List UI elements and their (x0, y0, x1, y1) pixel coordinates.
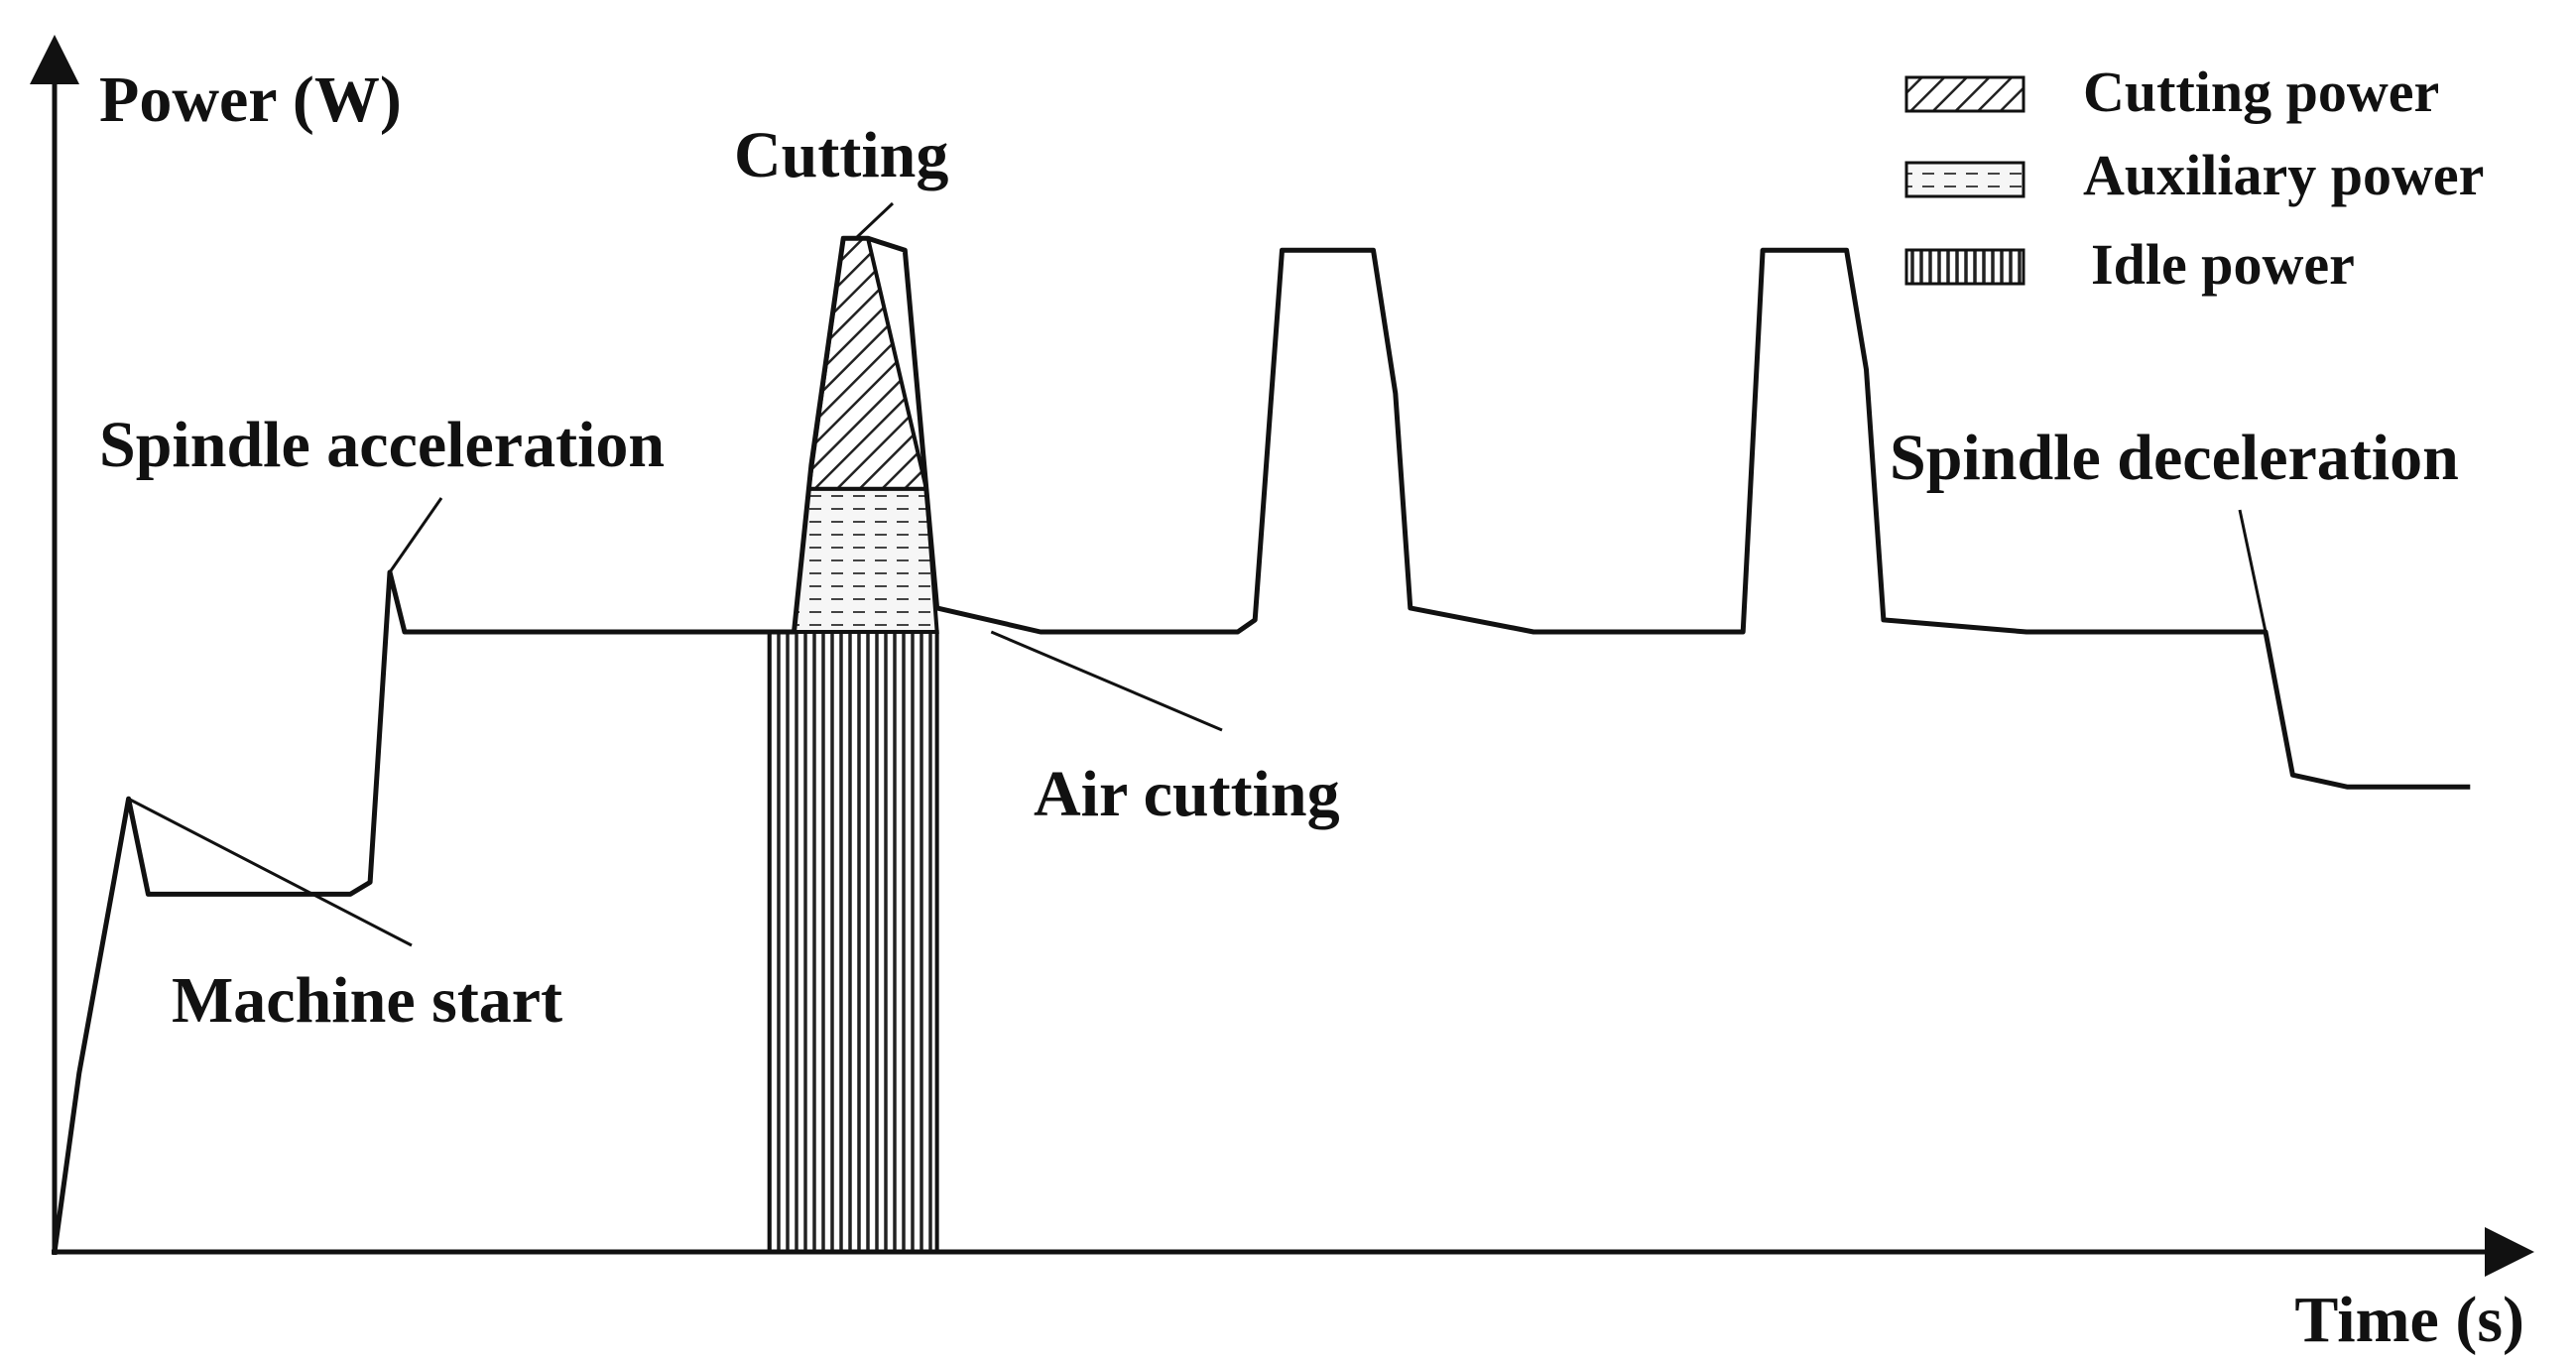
annotation-machine-start: Machine start (172, 964, 562, 1037)
annotation-spindle-deceleration: Spindle deceleration (1890, 422, 2459, 494)
legend: Cutting power Auxiliary power Idle power (1904, 60, 2484, 297)
annotation-air-cutting: Air cutting (1034, 758, 1340, 830)
legend-swatch-idle-power (1904, 248, 2025, 286)
legend-swatch-auxiliary-power (1904, 161, 2025, 198)
legend-label-auxiliary-power: Auxiliary power (2083, 143, 2484, 207)
cutting-segment-breakdown (767, 236, 939, 1254)
leader-machine-start (127, 797, 413, 947)
legend-swatch-cutting-power (1904, 75, 2025, 113)
annotation-leaders (127, 201, 2268, 947)
segment-layer-idle-power (767, 629, 939, 1254)
leader-spindle-acceleration (388, 497, 443, 573)
axes (29, 35, 2534, 1277)
annotation-spindle-acceleration: Spindle acceleration (99, 409, 665, 481)
legend-label-idle-power: Idle power (2091, 232, 2355, 297)
power-curve-line (52, 235, 2471, 1253)
leader-spindle-deceleration (2238, 509, 2268, 633)
leader-air-cutting (990, 630, 1223, 732)
legend-label-cutting-power: Cutting power (2083, 60, 2439, 124)
annotation-cutting: Cutting (734, 119, 948, 191)
power-series (52, 235, 2471, 1253)
x-axis-label: Time (s) (2294, 1284, 2524, 1356)
stage-annotations: Machine start Spindle acceleration Cutti… (99, 119, 2459, 1037)
y-axis-label: Power (W) (99, 63, 402, 136)
segment-layer-auxiliary-power (792, 486, 939, 634)
leader-cutting (854, 201, 895, 240)
